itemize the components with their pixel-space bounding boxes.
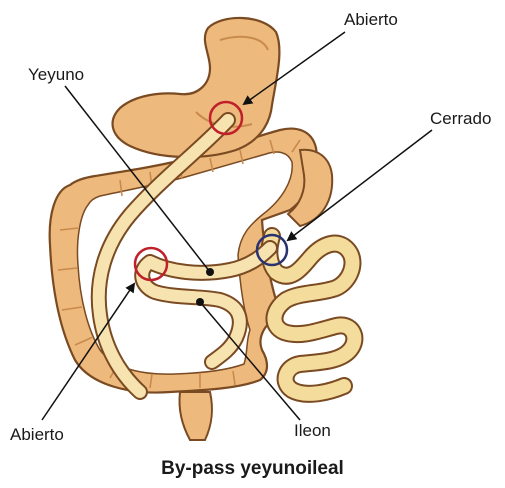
label-cerrado: Cerrado (430, 110, 491, 127)
label-abierto-bottom: Abierto (10, 426, 64, 443)
label-abierto-top: Abierto (344, 11, 398, 28)
rectum (179, 392, 212, 440)
label-ileon: Ileon (294, 422, 331, 439)
label-yeyuno: Yeyuno (28, 66, 84, 83)
figure-caption: By-pass yeyunoileal (0, 458, 505, 480)
